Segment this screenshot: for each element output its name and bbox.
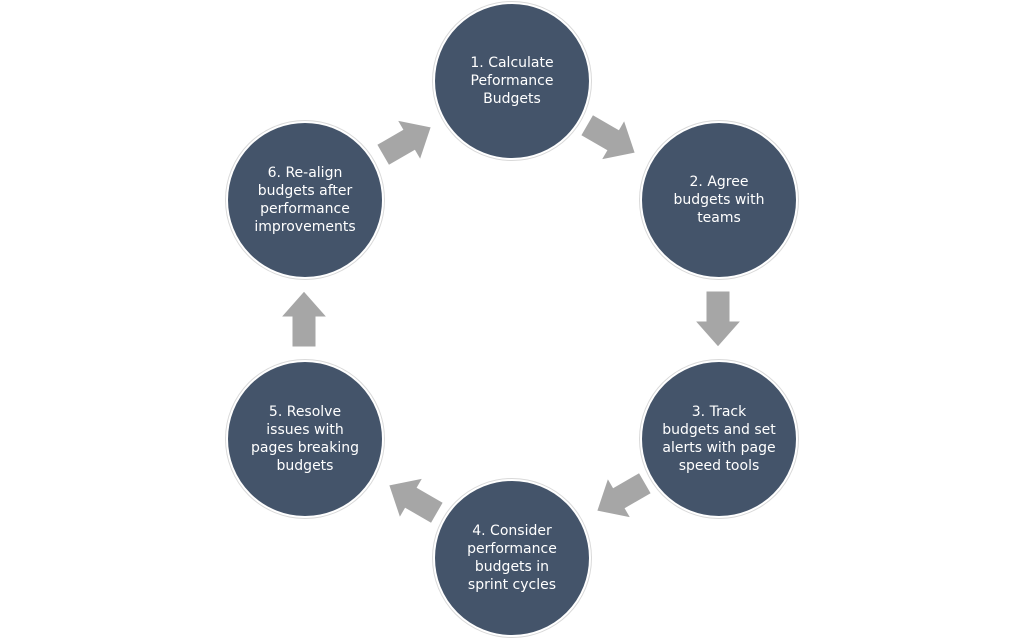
step-6-label: 6. Re-align budgets after performance im… [254,165,356,235]
step-5-label: 5. Resolve issues with pages breaking bu… [251,404,359,474]
step-2-node: 2. Agree budgets with teams [640,121,798,279]
arrow-right-icon [580,113,636,161]
arrow-right-icon [376,119,432,167]
arrow-down-icon [693,290,743,348]
step-6-node: 6. Re-align budgets after performance im… [226,121,384,279]
step-1-label: 1. Calculate Peformance Budgets [470,55,554,107]
arrow-up-icon [279,290,329,348]
arrow-left-icon [596,471,652,519]
step-2-label: 2. Agree budgets with teams [673,174,765,226]
step-3-node: 3. Track budgets and set alerts with pag… [640,360,798,518]
step-3-label: 3. Track budgets and set alerts with pag… [662,404,776,474]
step-4-label: 4. Consider performance budgets in sprin… [467,523,557,593]
arrow-left-icon [388,477,444,525]
step-4-node: 4. Consider performance budgets in sprin… [433,479,591,637]
step-1-node: 1. Calculate Peformance Budgets [433,2,591,160]
step-5-node: 5. Resolve issues with pages breaking bu… [226,360,384,518]
